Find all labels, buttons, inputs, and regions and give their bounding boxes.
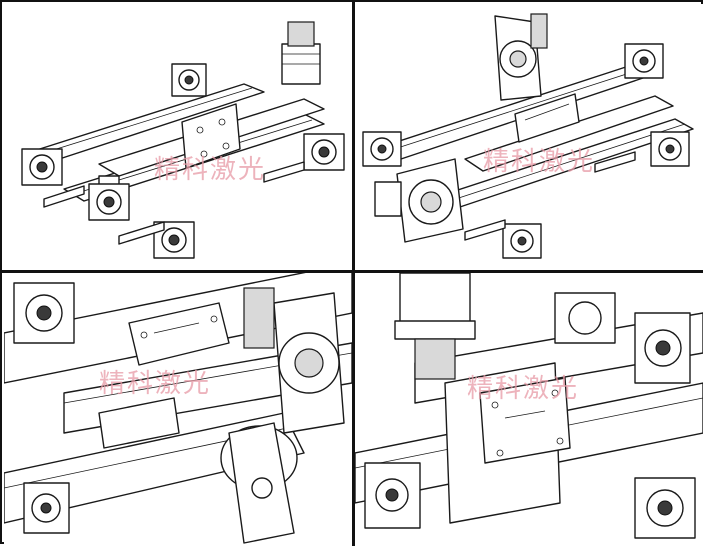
gantry-drawing-2 bbox=[362, 13, 694, 259]
rotary-wheel bbox=[220, 422, 298, 544]
motor-block-top bbox=[171, 63, 207, 97]
gantry-drawing-3 bbox=[4, 273, 352, 544]
rotary-tool-top bbox=[494, 13, 548, 101]
divider-horizontal bbox=[2, 270, 703, 273]
rotary-tool-bottom bbox=[374, 158, 464, 243]
panel-closeup-stepper: 精科激光 bbox=[355, 273, 703, 544]
panel-gantry-overview: 精科激光 bbox=[4, 4, 352, 270]
gantry-drawing-4 bbox=[355, 273, 703, 539]
panel-closeup-rotary: 精科激光 bbox=[4, 273, 352, 544]
rotary-head bbox=[243, 287, 345, 434]
motor-block-left bbox=[21, 148, 63, 186]
motor-block-front bbox=[88, 183, 130, 221]
gantry-drawing-1 bbox=[21, 21, 345, 259]
panel-gantry-rotary: 精科激光 bbox=[355, 4, 703, 270]
divider-vertical bbox=[352, 2, 355, 546]
motor-block-right bbox=[303, 133, 345, 171]
stepper-motor bbox=[394, 273, 476, 380]
